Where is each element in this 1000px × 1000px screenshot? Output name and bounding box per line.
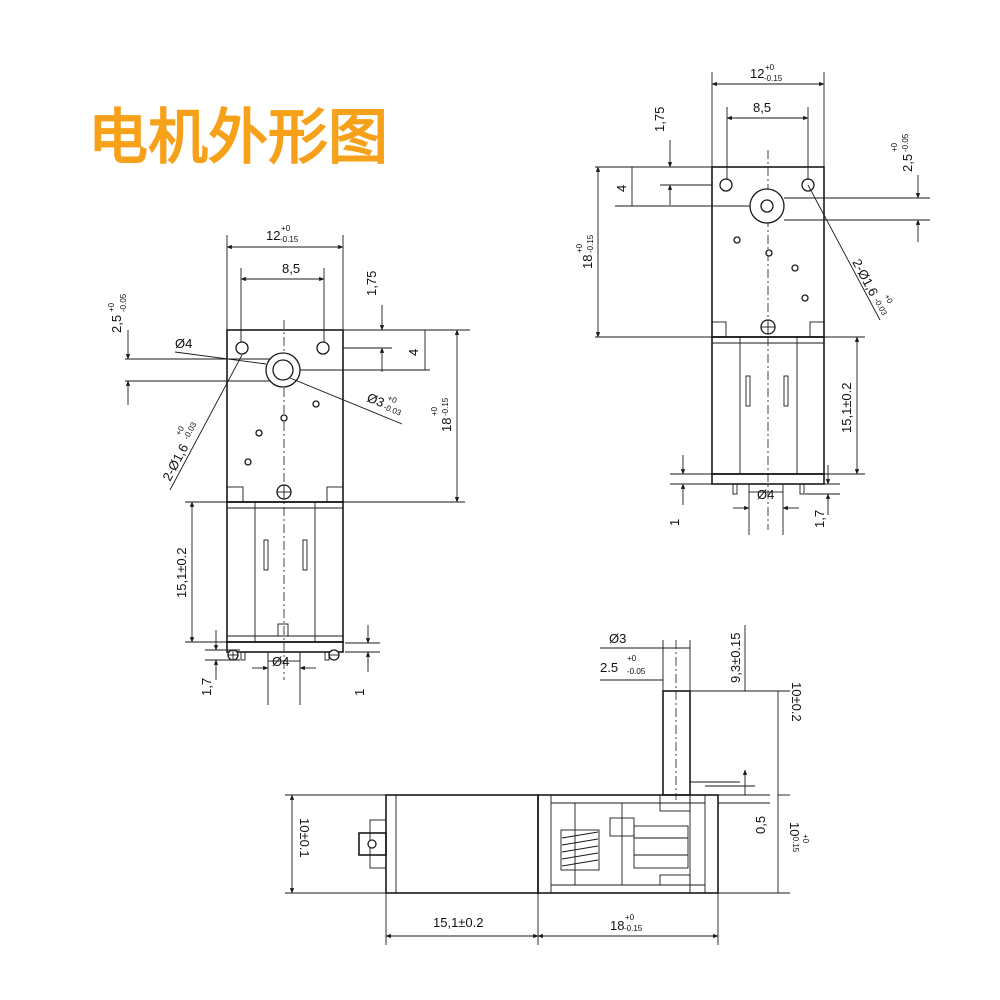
svg-text:-0.05: -0.05 — [119, 293, 128, 312]
svg-text:+0: +0 — [801, 834, 810, 844]
side-dia3-label: Ø3 — [609, 631, 626, 646]
right-dim-25: 2,5 — [900, 154, 915, 172]
left-motor-body — [226, 501, 344, 643]
left-dia3-label: Ø3 — [365, 390, 387, 410]
right-shaft — [760, 199, 774, 213]
left-dim-1: 1 — [352, 689, 367, 696]
right-inner-width-label: 8,5 — [753, 100, 771, 115]
left-mount-hole — [316, 341, 330, 355]
right-dim-17: 1,7 — [812, 510, 827, 528]
left-slot — [263, 539, 269, 571]
right-dim-1: 1 — [667, 519, 682, 526]
svg-text:-0.03: -0.03 — [382, 403, 403, 418]
left-holes-label: 2-Ø1,6 — [159, 441, 191, 483]
left-shaft — [272, 359, 294, 381]
side-output-shaft — [662, 690, 691, 796]
svg-text:+0: +0 — [281, 224, 291, 233]
left-width-label: 12 — [266, 228, 280, 243]
svg-text:-0.15: -0.15 — [586, 234, 595, 253]
svg-text:+0: +0 — [174, 424, 186, 437]
left-height-label: 18 — [439, 418, 454, 432]
right-width-label: 12 — [750, 66, 764, 81]
left-slot — [302, 539, 308, 571]
left-dim-4: 4 — [406, 349, 421, 356]
left-inner-width-label: 8,5 — [282, 261, 300, 276]
right-dim-175: 1,75 — [652, 107, 667, 132]
side-dim-25: 2.5 — [600, 660, 618, 675]
svg-text:-0.15: -0.15 — [764, 74, 783, 83]
svg-text:+0: +0 — [627, 654, 637, 663]
left-motor-length: 15,1±0.2 — [174, 547, 189, 598]
left-dia4-label: Ø4 — [175, 336, 192, 351]
svg-text:+0: +0 — [625, 913, 635, 922]
left-notch — [326, 486, 344, 503]
svg-text:+0: +0 — [765, 63, 775, 72]
side-view: Ø3 2.5 +0 -0.05 9,3±0.15 10±0.2 0,5 10 +… — [285, 625, 810, 945]
svg-text:-0.03: -0.03 — [182, 420, 199, 441]
svg-text:+0: +0 — [386, 394, 398, 406]
side-motor-body — [385, 794, 539, 894]
svg-text:+0: +0 — [575, 243, 584, 253]
left-mount-hole — [235, 341, 249, 355]
right-mount-hole — [719, 178, 733, 192]
svg-text:+0: +0 — [430, 406, 439, 416]
right-holes-label: 2-Ø1,6 — [849, 256, 881, 298]
svg-text:+0: +0 — [890, 142, 899, 152]
side-right-height: 10 — [787, 822, 802, 836]
left-front-view: 12 +0 -0.15 8,5 1,75 4 2,5 +0 -0.05 Ø4 Ø… — [107, 224, 470, 705]
left-shaft-dia: Ø4 — [272, 654, 289, 669]
right-height-label: 18 — [580, 255, 595, 269]
svg-text:-0.05: -0.05 — [901, 133, 910, 152]
left-notch — [226, 486, 244, 503]
right-front-view: 12 +0 -0.15 8,5 1,75 4 18 +0 -0.15 2,5 +… — [575, 63, 930, 535]
side-dim-10-left: 10±0.1 — [297, 818, 312, 858]
side-motor-length: 15,1±0.2 — [433, 915, 484, 930]
side-dim-10-top: 10±0.2 — [789, 682, 804, 722]
left-dim-175: 1,75 — [364, 271, 379, 296]
page-title: 电机外形图 — [88, 103, 388, 173]
svg-text:+0: +0 — [882, 293, 894, 306]
svg-text:-0.15: -0.15 — [791, 834, 800, 853]
right-motor-length: 15,1±0.2 — [839, 382, 854, 433]
right-dim-4: 4 — [614, 185, 629, 192]
svg-text:-0.05: -0.05 — [627, 667, 646, 676]
left-dim-17: 1,7 — [199, 678, 214, 696]
svg-text:+0: +0 — [107, 302, 116, 312]
side-dim-93: 9,3±0.15 — [728, 632, 743, 683]
svg-text:-0.15: -0.15 — [280, 235, 299, 244]
right-shaft-dia: Ø4 — [757, 487, 774, 502]
side-dim-05: 0,5 — [753, 816, 768, 834]
side-gear-length: 18 — [610, 918, 624, 933]
left-dim-25: 2,5 — [109, 315, 124, 333]
svg-text:-0.15: -0.15 — [624, 924, 643, 933]
svg-text:-0.15: -0.15 — [441, 397, 450, 416]
